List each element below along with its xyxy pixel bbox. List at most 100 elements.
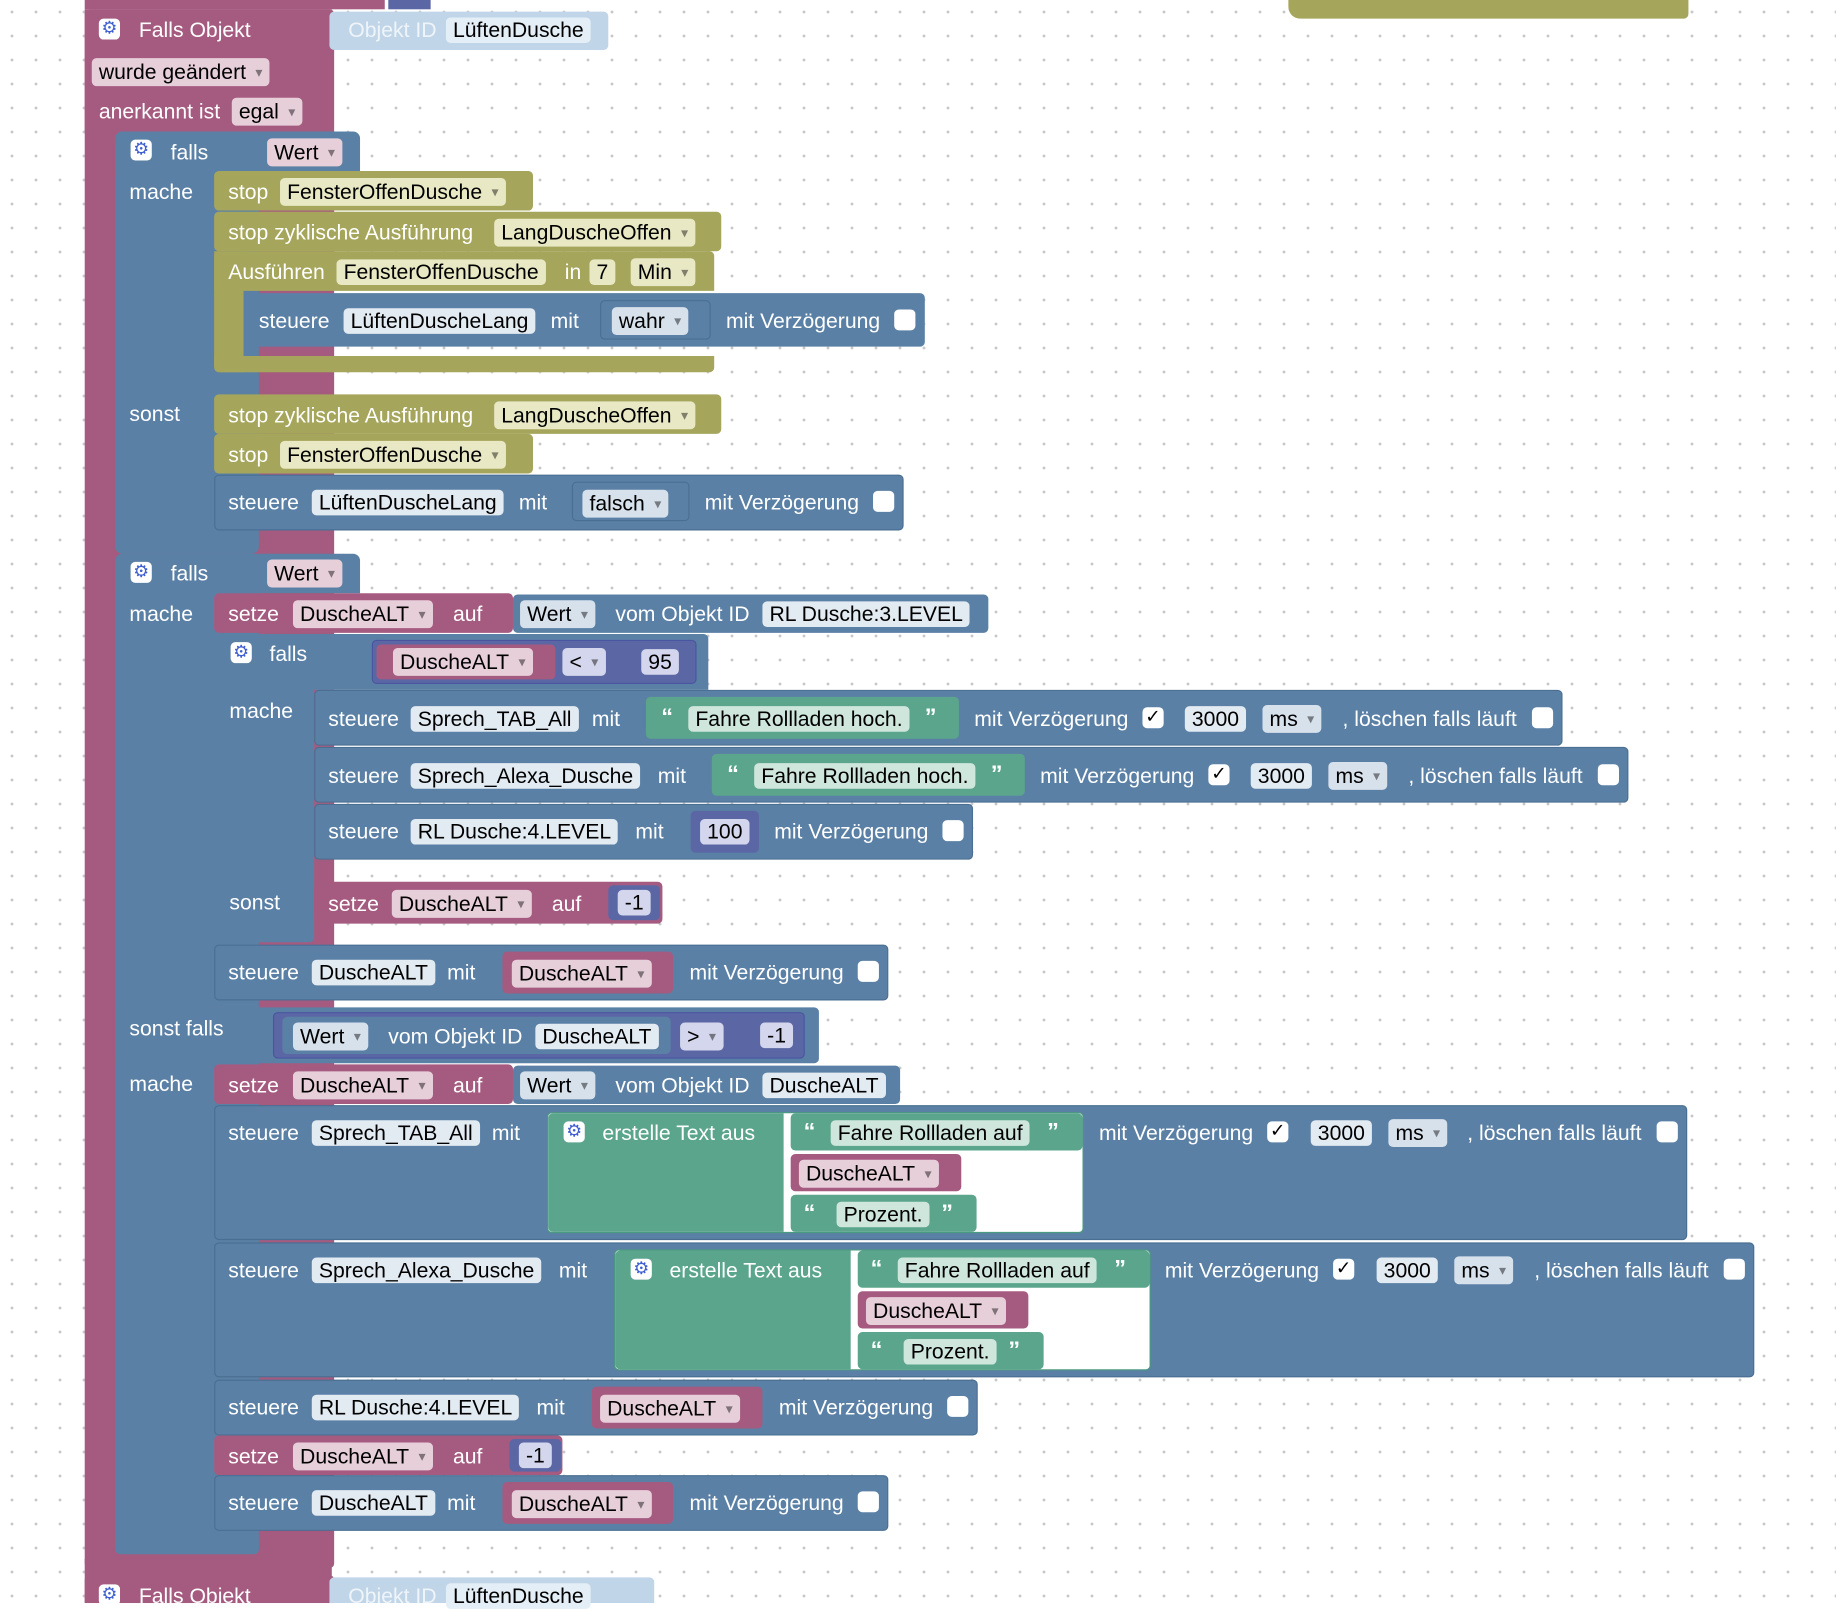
delay-ms-field[interactable]: 3000 <box>1310 1120 1372 1146</box>
text-field[interactable]: Fahre Rollladen hoch. <box>754 763 976 789</box>
number-field[interactable]: -1 <box>617 889 651 916</box>
delay-checkbox[interactable] <box>873 490 895 512</box>
clear-running-checkbox[interactable] <box>1531 707 1554 729</box>
delay-unit-dropdown[interactable]: Min <box>630 258 696 287</box>
gear-icon[interactable]: ⚙ <box>230 642 252 664</box>
set-label: setze <box>328 892 379 916</box>
delay-number-field[interactable]: 7 <box>589 259 616 286</box>
delay-ms-field[interactable]: 3000 <box>1250 763 1312 789</box>
object-field[interactable]: DuscheALT <box>311 959 436 986</box>
clear-running-checkbox[interactable] <box>1656 1121 1678 1143</box>
object-field[interactable]: DuscheALT <box>311 1490 436 1516</box>
boolean-dropdown[interactable]: wahr <box>611 307 689 336</box>
gear-icon[interactable]: ⚙ <box>130 561 152 583</box>
number-field[interactable]: -1 <box>760 1022 794 1049</box>
text-field[interactable]: Fahre Rollladen auf <box>897 1257 1097 1284</box>
text-join-label: erstelle Text aus <box>602 1121 756 1145</box>
delay-checkbox-checked[interactable]: ✓ <box>1208 764 1230 786</box>
object-field[interactable]: Sprech_Alexa_Dusche <box>311 1257 542 1284</box>
gear-icon[interactable]: ⚙ <box>98 1584 121 1606</box>
clear-running-checkbox[interactable] <box>1723 1258 1745 1280</box>
object-id-field[interactable]: DuscheALT <box>762 1072 886 1099</box>
object-field[interactable]: Sprech_TAB_All <box>410 706 579 732</box>
attribute-dropdown[interactable]: Wert <box>520 1071 595 1100</box>
delay-checkbox[interactable] <box>857 1491 879 1513</box>
delay-checkbox-checked[interactable]: ✓ <box>1267 1121 1289 1143</box>
text-join-block[interactable] <box>615 1250 851 1370</box>
timer-name-dropdown[interactable]: FensterOffenDusche <box>280 440 506 469</box>
delay-ms-field[interactable]: 3000 <box>1184 706 1247 732</box>
object-id-field[interactable]: RL Dusche:3.LEVEL <box>762 601 971 628</box>
cyclic-name-dropdown[interactable]: LangDuscheOffen <box>494 218 696 247</box>
boolean-dropdown[interactable]: falsch <box>582 489 669 518</box>
timeout-name-field[interactable]: FensterOffenDusche <box>336 259 546 286</box>
variable-dropdown[interactable]: DuscheALT <box>865 1297 1006 1325</box>
ack-dropdown[interactable]: egal <box>231 97 303 126</box>
text-field[interactable]: Prozent. <box>903 1338 997 1365</box>
gear-icon[interactable]: ⚙ <box>98 18 121 40</box>
with-label: mit <box>558 1258 588 1282</box>
object-field[interactable]: LüftenDuscheLang <box>343 308 536 334</box>
cyclic-name-dropdown[interactable]: LangDuscheOffen <box>494 401 696 430</box>
delay-ms-field[interactable]: 3000 <box>1376 1257 1438 1284</box>
object-id-field[interactable]: DuscheALT <box>535 1023 659 1050</box>
number-field[interactable]: 95 <box>641 649 679 675</box>
clear-running-checkbox[interactable] <box>1597 764 1620 786</box>
object-field[interactable]: RL Dusche:4.LEVEL <box>410 818 619 845</box>
variable-dropdown[interactable]: DuscheALT <box>798 1159 939 1188</box>
object-field[interactable]: Sprech_Alexa_Dusche <box>410 763 641 789</box>
from-object-label: vom Objekt ID <box>615 1073 750 1097</box>
variable-dropdown[interactable]: DuscheALT <box>292 1442 433 1471</box>
delay-checkbox-checked[interactable]: ✓ <box>1142 707 1164 729</box>
trigger-dropdown[interactable]: wurde geändert <box>91 58 270 87</box>
clear-running-label: , löschen falls läuft <box>1467 1121 1642 1145</box>
delay-checkbox[interactable] <box>947 1395 969 1417</box>
condition-wert-dropdown[interactable]: Wert <box>267 138 343 167</box>
compare-operator-dropdown[interactable]: < <box>562 647 606 676</box>
gear-icon[interactable]: ⚙ <box>130 139 152 161</box>
event-header-label: Falls Objekt <box>138 18 251 42</box>
set-label: setze <box>228 602 279 626</box>
condition-wert-dropdown[interactable]: Wert <box>267 559 343 588</box>
object-field[interactable]: LüftenDuscheLang <box>311 489 504 516</box>
variable-dropdown[interactable]: DuscheALT <box>511 1490 652 1519</box>
text-field[interactable]: Fahre Rollladen auf <box>830 1120 1030 1146</box>
number-field[interactable]: 100 <box>700 818 750 845</box>
variable-dropdown[interactable]: DuscheALT <box>391 889 532 918</box>
text-field[interactable]: Fahre Rollladen hoch. <box>688 706 910 732</box>
variable-dropdown[interactable]: DuscheALT <box>292 600 433 629</box>
with-label: mit <box>550 309 579 333</box>
compare-operator-dropdown[interactable]: > <box>680 1022 724 1051</box>
timer-name-dropdown[interactable]: FensterOffenDusche <box>280 177 506 206</box>
delay-unit-dropdown[interactable]: ms <box>1454 1256 1514 1285</box>
variable-dropdown[interactable]: DuscheALT <box>292 1071 433 1100</box>
number-field[interactable]: -1 <box>518 1442 552 1469</box>
attribute-dropdown[interactable]: Wert <box>520 600 595 629</box>
delay-unit-dropdown[interactable]: ms <box>1262 704 1322 733</box>
attribute-dropdown[interactable]: Wert <box>292 1022 368 1051</box>
partial-timer-block[interactable] <box>1288 0 1689 19</box>
delay-checkbox[interactable] <box>894 309 916 331</box>
variable-dropdown[interactable]: DuscheALT <box>392 647 533 676</box>
partial-event-block-top[interactable] <box>84 0 385 10</box>
text-join-block[interactable] <box>548 1113 784 1232</box>
text-field[interactable]: Prozent. <box>836 1201 930 1228</box>
quote-close-icon: ” <box>1047 1119 1059 1145</box>
next-event-block[interactable] <box>84 1575 335 1604</box>
delay-unit-dropdown[interactable]: ms <box>1388 1119 1448 1148</box>
object-field[interactable]: RL Dusche:4.LEVEL <box>311 1394 520 1421</box>
gear-icon[interactable]: ⚙ <box>630 1258 652 1280</box>
delay-unit-dropdown[interactable]: ms <box>1328 761 1388 790</box>
object-id-field[interactable]: LüftenDusche <box>445 17 591 44</box>
next-object-id-field[interactable]: LüftenDusche <box>445 1583 591 1609</box>
delay-checkbox-checked[interactable]: ✓ <box>1333 1258 1355 1280</box>
variable-dropdown[interactable]: DuscheALT <box>511 959 652 988</box>
delay-checkbox[interactable] <box>942 820 964 842</box>
partial-number-block-top[interactable] <box>388 0 431 10</box>
if-label: falls <box>170 561 209 586</box>
gear-icon[interactable]: ⚙ <box>563 1121 585 1143</box>
variable-dropdown[interactable]: DuscheALT <box>600 1394 740 1423</box>
delay-checkbox[interactable] <box>857 960 879 982</box>
object-field[interactable]: Sprech_TAB_All <box>311 1120 480 1146</box>
